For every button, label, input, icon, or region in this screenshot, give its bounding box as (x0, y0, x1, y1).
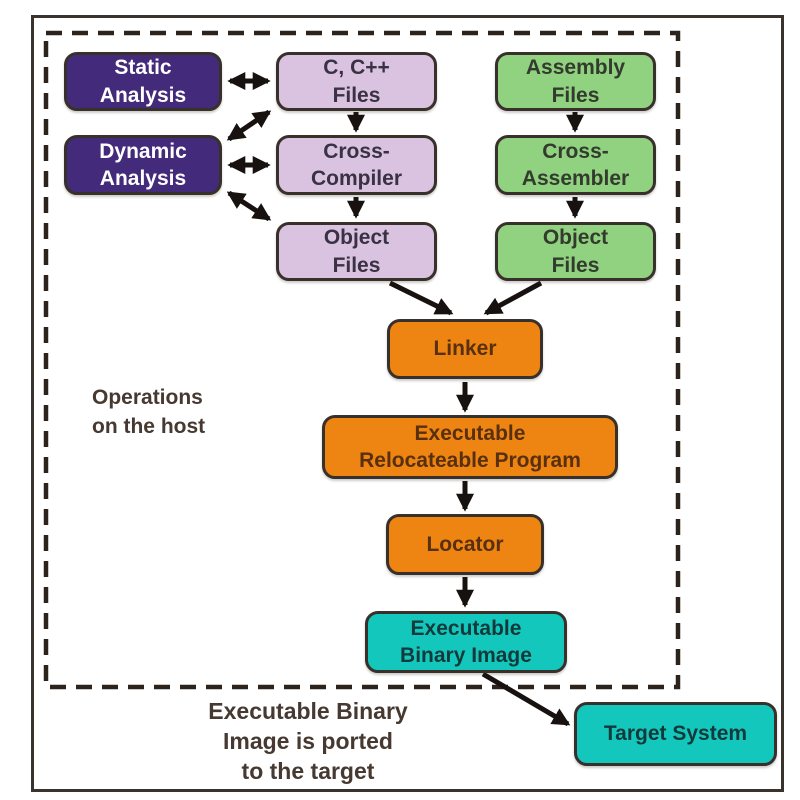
node-object-files-c-label: Object Files (323, 226, 390, 277)
node-target-system-label: Target System (603, 722, 748, 746)
arrow-objectfiles-c-to-linker (388, 280, 454, 316)
node-executable-binary-image: Executable Binary Image (365, 611, 567, 673)
arrow-dynamic-ccpp (226, 109, 272, 142)
node-c-cpp-files: C, C++ Files (276, 52, 437, 111)
node-executable-binary-image-label: Executable Binary Image (400, 616, 532, 667)
arrow-ebi-to-target (481, 671, 571, 727)
node-executable-relocateable-program: Executable Relocateable Program (322, 415, 618, 479)
arrow-dynamic-objectfiles (226, 190, 272, 222)
node-c-cpp-files-label: C, C++ Files (323, 56, 390, 107)
node-cross-assembler-label: Cross- Assembler (521, 139, 630, 190)
node-cross-compiler: Cross- Compiler (276, 135, 437, 195)
node-cross-compiler-label: Cross- Compiler (310, 139, 402, 190)
node-static-analysis: Static Analysis (64, 52, 222, 111)
ported-to-target-note: Executable Binary Image is ported to the… (208, 698, 408, 784)
node-dynamic-analysis-label: Dynamic Analysis (99, 139, 187, 190)
node-linker: Linker (387, 319, 543, 379)
node-executable-relocateable-program-label: Executable Relocateable Program (359, 421, 581, 472)
arrow-objectfiles-asm-to-linker (483, 280, 543, 316)
host-region-dashed-frame (43, 30, 681, 690)
node-locator-label: Locator (426, 532, 504, 556)
node-cross-assembler: Cross- Assembler (495, 135, 656, 195)
node-static-analysis-label: Static Analysis (99, 56, 187, 107)
node-object-files-asm: Object Files (495, 222, 656, 281)
node-assembly-files-label: Assembly Files (525, 56, 626, 107)
node-assembly-files: Assembly Files (495, 52, 656, 111)
outer-frame (31, 15, 784, 792)
node-linker-label: Linker (433, 337, 497, 361)
node-object-files-asm-label: Object Files (542, 226, 609, 277)
node-dynamic-analysis: Dynamic Analysis (64, 135, 222, 195)
host-region-label: Operations on the host (92, 386, 206, 438)
node-object-files-c: Object Files (276, 222, 437, 281)
node-locator: Locator (386, 514, 544, 575)
node-target-system: Target System (574, 702, 777, 766)
